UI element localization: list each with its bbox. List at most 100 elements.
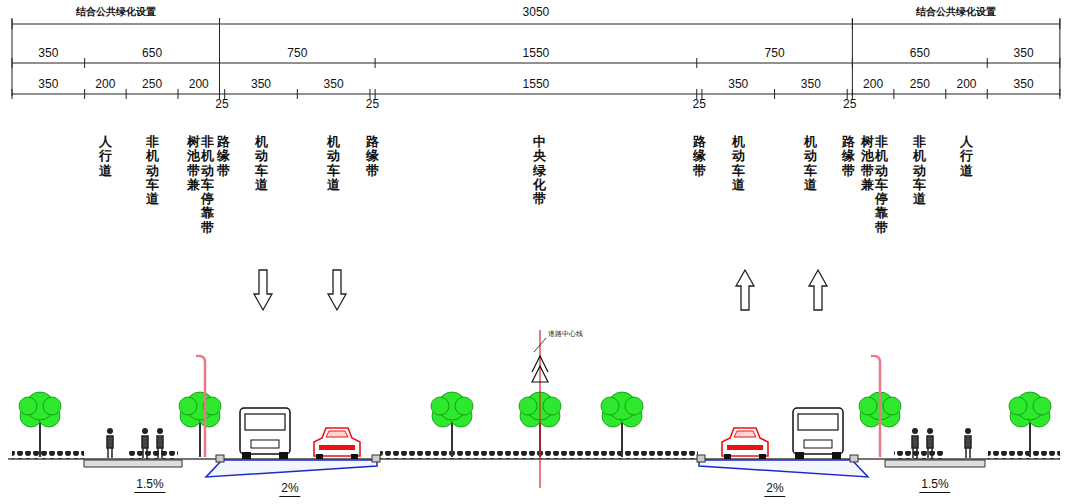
- car-body: [314, 428, 360, 456]
- dimension-value: 350: [38, 78, 58, 92]
- extension-line: [219, 18, 220, 96]
- sidewalk-slab: [885, 460, 985, 467]
- curb-stone: [697, 455, 705, 462]
- centre-line: [539, 330, 540, 488]
- pedestrian-body: [157, 436, 163, 458]
- dimension-value: 25: [693, 98, 706, 112]
- dimension-value: 200: [956, 78, 976, 92]
- zone-name: 机动车道: [732, 135, 745, 192]
- pedestrian: [107, 428, 113, 458]
- tree-trunk: [621, 422, 623, 457]
- pedestrian-body: [927, 436, 933, 458]
- shrub-row: [127, 451, 178, 459]
- tree-crown: [455, 397, 473, 415]
- direction-arrow: [809, 270, 827, 310]
- dimension-value: 750: [765, 47, 785, 61]
- dimension-value: 650: [910, 47, 930, 61]
- zone-name: 路缘带: [842, 135, 855, 178]
- dimension-tick: [84, 58, 85, 68]
- dimension-value: 350: [801, 78, 821, 92]
- curb-stone: [850, 455, 858, 462]
- carriageway-slab: [699, 460, 868, 477]
- wheel: [242, 452, 251, 459]
- pedestrian-head: [157, 428, 163, 434]
- tree-trunk: [1029, 422, 1031, 457]
- zone-name: 人行道: [99, 135, 112, 178]
- bus: [240, 408, 290, 459]
- zone-name: 路缘带: [217, 135, 230, 178]
- extension-line: [1059, 18, 1060, 96]
- section-drawing: [8, 270, 1060, 488]
- dimension-value: 250: [910, 78, 930, 92]
- pedestrian-head: [927, 428, 933, 434]
- pedestrian-body: [965, 436, 971, 458]
- pedestrian-body: [142, 436, 148, 458]
- dimension-value: 650: [142, 47, 162, 61]
- wheel: [832, 452, 841, 459]
- pedestrian: [927, 428, 933, 458]
- pedestrian-head: [912, 428, 918, 434]
- zone-name: 非机动车道: [913, 135, 926, 206]
- dimension-tick: [987, 58, 988, 68]
- dimension-value: 25: [215, 98, 228, 112]
- street-lamp: [196, 356, 205, 457]
- dimension-value: 200: [95, 78, 115, 92]
- dimension-line: [12, 94, 1060, 95]
- dimension-value: 350: [728, 78, 748, 92]
- dimension-value: 750: [287, 47, 307, 61]
- pedestrian: [912, 428, 918, 458]
- slope-value: 1.5%: [919, 478, 950, 493]
- pedestrian: [965, 428, 971, 458]
- tree-trunk: [39, 422, 41, 457]
- street-lamp: [871, 356, 880, 457]
- wheel: [724, 454, 731, 459]
- dimension-tick: [297, 89, 298, 99]
- dimension-value: 350: [251, 78, 271, 92]
- wheel: [279, 452, 288, 459]
- tree: [1009, 392, 1051, 457]
- tree-crown: [43, 397, 61, 415]
- pedestrian-body: [107, 436, 113, 458]
- dimension-value: 200: [189, 78, 209, 92]
- slope-value: 2%: [279, 482, 300, 497]
- section-note: 结合公共绿化设置: [76, 6, 156, 18]
- dimension-value: 25: [843, 98, 856, 112]
- tree-crown: [179, 397, 197, 415]
- tree-trunk: [199, 422, 201, 457]
- zone-name: 中央绿化带: [533, 135, 546, 206]
- dimension-lines: [12, 18, 1060, 99]
- wheel: [795, 452, 804, 459]
- dimension-value: 1550: [523, 47, 550, 61]
- dimension-value: 1550: [523, 78, 550, 92]
- bus-window: [245, 414, 285, 430]
- dimension-line: [12, 24, 1060, 25]
- leader-line: [534, 338, 546, 352]
- curb-stone: [372, 455, 380, 462]
- tree-crown: [859, 397, 877, 415]
- zone-name: 非机动车停靠带: [201, 135, 214, 235]
- pedestrian: [157, 428, 163, 458]
- bus-body: [793, 408, 843, 454]
- tree-crown: [601, 397, 619, 415]
- dimension-tick: [84, 89, 85, 99]
- bus-window: [798, 414, 838, 430]
- tree-crown: [883, 397, 901, 415]
- tree-crown: [1033, 397, 1051, 415]
- tree: [431, 392, 473, 457]
- tree-crown: [625, 397, 643, 415]
- bus-grille: [251, 440, 279, 448]
- pedestrian-head: [965, 428, 971, 434]
- centre-line-note: 道路中心线: [547, 330, 584, 338]
- zone-name: 非机动车道: [146, 135, 159, 206]
- extension-line: [12, 18, 13, 96]
- dimension-value: 350: [1014, 78, 1034, 92]
- dimension-line: [12, 63, 1060, 64]
- dimension-value: 25: [366, 98, 379, 112]
- dimension-value: 350: [38, 47, 58, 61]
- bus-body: [240, 408, 290, 454]
- dimension-value: 350: [324, 78, 344, 92]
- zone-name: 非机动车停靠带: [875, 135, 888, 235]
- zone-name: 路缘带: [366, 135, 379, 178]
- car-body: [722, 428, 768, 456]
- wheel: [316, 454, 323, 459]
